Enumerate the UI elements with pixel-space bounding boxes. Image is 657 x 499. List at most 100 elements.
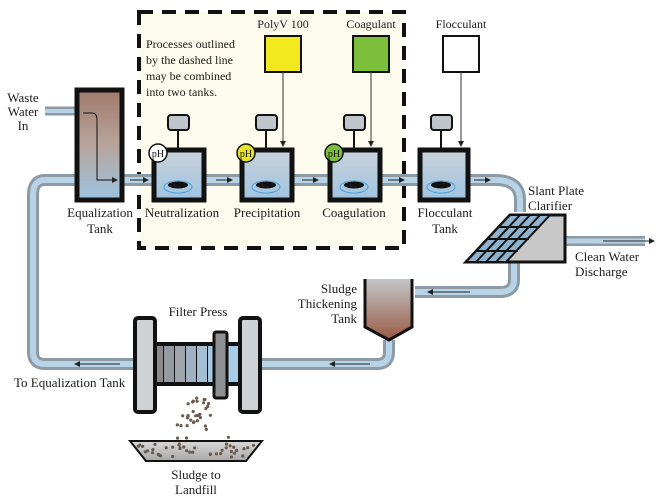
sludge-particle xyxy=(198,416,202,420)
flocculant-label: Flocculant xyxy=(436,17,487,31)
sludge-particle xyxy=(185,449,189,453)
process-tanks: pH pH pH xyxy=(148,114,471,203)
coagulation-label: Coagulation xyxy=(322,205,386,220)
sludge-particle xyxy=(143,450,147,454)
ph-label: pH xyxy=(328,149,340,160)
landfill-tray xyxy=(127,440,265,462)
coagulation-tank: pH xyxy=(324,114,383,203)
sludge-particle xyxy=(246,446,250,450)
sludge-particle xyxy=(214,452,218,456)
neutralization-tank: pH xyxy=(148,114,207,203)
sludge-particle xyxy=(164,446,168,450)
sludge-particle xyxy=(191,420,196,425)
sludge-particle xyxy=(233,451,237,455)
precipitation-label: Precipitation xyxy=(234,205,301,220)
sludge-particle xyxy=(182,445,186,449)
sludge-particle xyxy=(220,448,224,452)
sludge-tank-label: Thickening xyxy=(298,296,358,311)
flocculant-tank-label: Flocculant xyxy=(418,205,473,220)
sludge-particle xyxy=(228,444,232,448)
landfill-label: Landfill xyxy=(175,482,217,497)
sludge-particle xyxy=(195,399,199,403)
flocculant-tank-label: Tank xyxy=(432,221,458,236)
filter-press-label: Filter Press xyxy=(169,304,228,319)
sludge-particle xyxy=(136,444,140,448)
sludge-particle xyxy=(185,424,189,428)
ph-label: pH xyxy=(240,149,252,160)
note-line: Processes outlined xyxy=(146,37,235,51)
sludge-particle xyxy=(186,402,190,406)
coagulant-label: Coagulant xyxy=(346,17,396,31)
sludge-particle xyxy=(175,423,179,427)
note-line: may be combined xyxy=(146,69,231,83)
sludge-particles xyxy=(175,396,230,440)
discharge-label: Clean Water xyxy=(575,249,640,264)
sludge-particle xyxy=(208,452,212,456)
discharge-label: Discharge xyxy=(575,264,628,279)
return-line-label: To Equalization Tank xyxy=(14,375,126,390)
sludge-particle xyxy=(202,401,206,405)
ph-sensor-icon xyxy=(236,143,256,163)
sludge-particle xyxy=(229,449,233,454)
coagulant-feed-box xyxy=(352,35,390,73)
waste-water-label: Waste xyxy=(7,90,39,105)
sludge-particle xyxy=(206,401,211,406)
chemical-feeds xyxy=(264,35,480,147)
flocculant-tank xyxy=(417,114,471,203)
equalization-tank-label: Equalization xyxy=(67,205,133,220)
sludge-particle xyxy=(177,443,181,447)
sludge-particle xyxy=(191,450,195,454)
sludge-particle xyxy=(150,451,155,455)
neutralization-label: Neutralization xyxy=(145,205,220,220)
waste-water-label: In xyxy=(18,118,29,133)
ph-sensor-icon xyxy=(148,143,168,163)
sludge-particle xyxy=(189,418,193,422)
clarifier-label: Clarifier xyxy=(528,198,573,213)
waste-water-label: Water xyxy=(8,104,39,119)
landfill-label: Sludge to xyxy=(171,467,220,482)
sludge-particle xyxy=(157,453,161,457)
ph-label: pH xyxy=(152,149,164,160)
sludge-particle xyxy=(146,449,150,453)
clarifier-label: Slant Plate xyxy=(528,183,584,198)
sludge-particle xyxy=(184,436,189,440)
sludge-particle xyxy=(195,396,199,400)
ph-sensor-icon xyxy=(324,143,344,163)
slant-plate-clarifier xyxy=(462,213,567,264)
sludge-particle xyxy=(179,424,183,428)
sludge-particle xyxy=(203,397,207,402)
sludge-particle xyxy=(194,414,198,418)
sludge-particle xyxy=(191,409,195,414)
labels: Processes outlined by the dashed line ma… xyxy=(7,17,639,497)
sludge-particle xyxy=(204,427,208,431)
sludge-particle xyxy=(224,442,229,446)
sludge-particle xyxy=(171,445,175,449)
sludge-particle xyxy=(241,454,245,458)
tray-sludge xyxy=(136,442,256,459)
sludge-particle xyxy=(224,446,228,450)
filter-press xyxy=(133,316,262,414)
sludge-particle xyxy=(242,447,246,451)
sludge-particle xyxy=(181,414,185,418)
sludge-particle xyxy=(186,415,190,419)
sludge-particle xyxy=(151,448,155,452)
note-line: by the dashed line xyxy=(146,53,233,67)
sludge-tank-label: Sludge xyxy=(321,281,357,296)
polyv-label: PolyV 100 xyxy=(257,17,308,31)
sludge-particle xyxy=(195,419,199,423)
flocculant-feed-box xyxy=(442,35,480,73)
sludge-particle xyxy=(219,452,223,456)
equalization-tank-label: Tank xyxy=(87,221,113,236)
sludge-particle xyxy=(235,448,239,452)
sludge-particle xyxy=(188,450,192,454)
sludge-particle xyxy=(141,444,145,448)
sludge-particle xyxy=(203,424,207,428)
flow-arrows xyxy=(74,177,655,367)
sludge-particle xyxy=(226,435,230,439)
precipitation-tank: pH xyxy=(236,114,295,203)
sludge-thickening-tank xyxy=(363,279,414,342)
sludge-particle xyxy=(232,445,236,449)
sludge-particle xyxy=(178,446,182,450)
polyv-feed-box xyxy=(264,35,302,73)
equalization-tank xyxy=(74,87,125,203)
